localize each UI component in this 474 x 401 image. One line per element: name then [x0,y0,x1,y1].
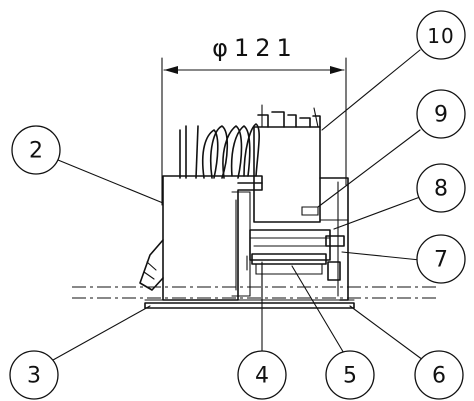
leader-10 [321,49,421,131]
terminal-block [253,104,321,223]
ceiling-lines [72,286,436,299]
balloon-2: 2 [11,125,61,175]
leader-lines [52,49,424,361]
leader-7 [341,251,421,261]
wire-leads [179,123,260,179]
arrow-right-icon [330,66,344,74]
balloon-2-label: 2 [29,139,43,164]
leader-5 [291,265,346,356]
balloon-7: 7 [416,234,466,284]
diameter-dimension: φ121 [161,34,347,206]
balloon-6: 6 [414,350,464,400]
balloon-8-label: 8 [434,177,448,202]
balloon-9: 9 [416,89,466,139]
leader-3 [52,305,151,361]
fixture-body [139,175,355,309]
leader-6 [349,305,424,361]
balloon-10-label: 10 [427,24,454,48]
balloon-7-label: 7 [434,248,448,273]
balloon-4-label: 4 [255,364,269,389]
balloon-9-label: 9 [434,103,448,128]
balloon-5: 5 [325,350,375,400]
led-module [246,229,331,301]
balloon-3-label: 3 [27,364,41,389]
balloon-8: 8 [416,163,466,213]
balloon-3: 3 [9,350,59,400]
leader-8 [333,196,421,230]
arrow-left-icon [164,66,178,74]
dimension-label: φ121 [212,34,298,62]
balloon-5-label: 5 [343,364,357,389]
balloon-4: 4 [237,350,287,400]
right-frame [319,177,349,301]
balloon-10: 10 [416,10,466,60]
leader-9 [317,129,421,208]
balloon-6-label: 6 [432,364,446,389]
leader-2 [57,159,164,204]
